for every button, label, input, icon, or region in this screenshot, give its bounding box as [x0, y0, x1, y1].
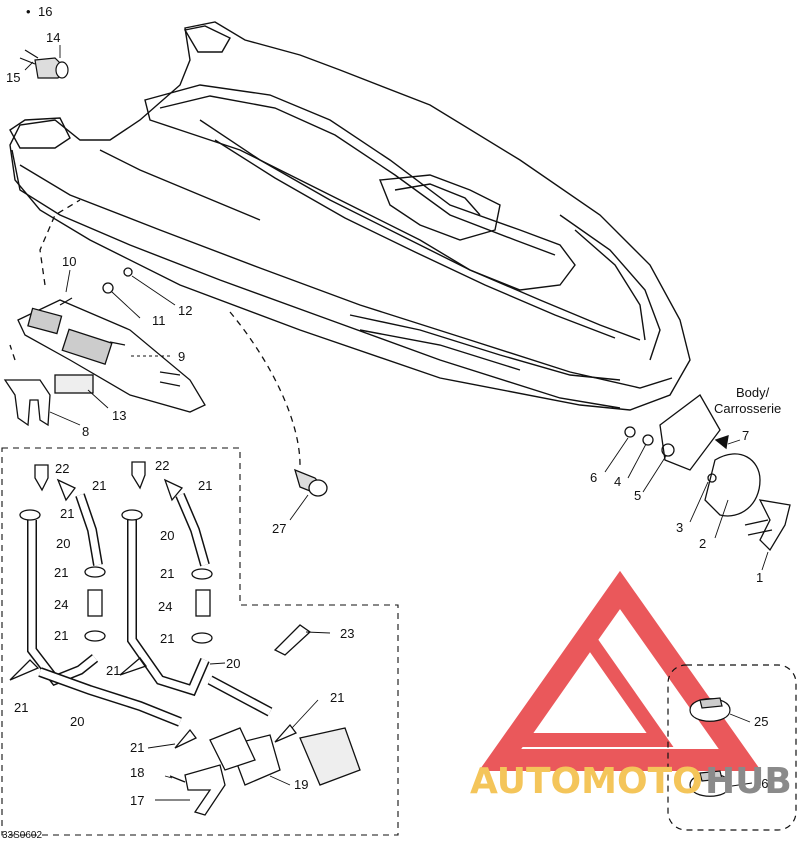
intake-assembly	[624, 394, 791, 552]
callout-7: 7	[742, 428, 749, 443]
watermark-left: AUTOMOTO	[470, 761, 703, 802]
callout-21-k: 21	[130, 740, 144, 755]
callout-25: 25	[754, 714, 768, 729]
diagram-code: 33S0602	[2, 830, 42, 841]
callout-20-d: 20	[70, 714, 84, 729]
callout-11: 11	[152, 313, 166, 328]
clamp-inset	[667, 664, 797, 831]
callout-4: 4	[614, 474, 621, 489]
callout-6: 6	[590, 470, 597, 485]
watermark-text: AUTOMOTO HUB	[470, 761, 792, 802]
leader-lines	[24, 45, 769, 801]
drop-icon: •	[26, 4, 31, 19]
drain-plug-assembly	[19, 49, 69, 79]
callout-20-a: 20	[56, 536, 70, 551]
callout-10: 10	[62, 254, 76, 269]
callout-18: 18	[130, 765, 144, 780]
callout-21-h: 21	[106, 663, 120, 678]
hull-drawing	[9, 21, 691, 411]
callout-12: 12	[178, 303, 192, 318]
callout-21-d: 21	[54, 565, 68, 580]
corner-callout: 16	[38, 4, 52, 19]
callout-22-right: 22	[155, 458, 169, 473]
callout-8: 8	[82, 424, 89, 439]
callout-26: 26	[754, 776, 768, 791]
callout-1: 1	[756, 570, 763, 585]
callout-27: 27	[272, 521, 286, 536]
callout-20-c: 20	[226, 656, 240, 671]
grommet-27	[229, 311, 328, 497]
callout-15: 15	[6, 70, 20, 85]
callout-19: 19	[294, 777, 308, 792]
callout-20-b: 20	[160, 528, 174, 543]
callout-24-a: 24	[54, 597, 68, 612]
side-rail-assembly	[3, 199, 206, 427]
body-note-line1: Body/	[736, 385, 770, 400]
callout-2: 2	[699, 536, 706, 551]
callout-21-i: 21	[14, 700, 28, 715]
callout-21-j: 21	[330, 690, 344, 705]
callout-24-b: 24	[158, 599, 172, 614]
callout-23: 23	[340, 626, 354, 641]
hose-system-frame	[1, 447, 399, 836]
callout-17: 17	[130, 793, 144, 808]
callout-3: 3	[676, 520, 683, 535]
callout-14: 14	[46, 30, 60, 45]
callout-21-e: 21	[160, 566, 174, 581]
callout-22-left: 22	[55, 461, 69, 476]
callout-13: 13	[112, 408, 126, 423]
callout-21-a: 21	[92, 478, 106, 493]
callout-21-c: 21	[60, 506, 74, 521]
hose-system	[9, 461, 361, 816]
callout-9: 9	[178, 349, 185, 364]
watermark-right: HUB	[705, 761, 792, 802]
callout-21-f: 21	[54, 628, 68, 643]
watermark-logo	[478, 570, 762, 771]
callout-labels: 16 • 14 15 10 12 11 9 13 8 Body/ Carross…	[2, 4, 781, 841]
callout-21-g: 21	[160, 631, 174, 646]
callout-21-b: 21	[198, 478, 212, 493]
callout-5: 5	[634, 488, 641, 503]
body-note-line2: Carrosserie	[714, 401, 781, 416]
